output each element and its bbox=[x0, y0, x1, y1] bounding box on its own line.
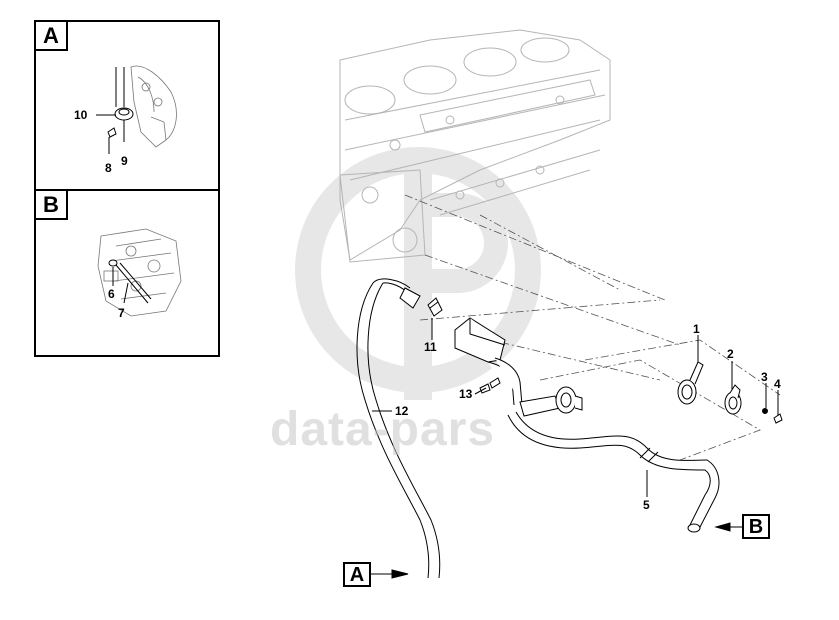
callout-9: 9 bbox=[121, 154, 128, 168]
tube-connector bbox=[519, 386, 583, 417]
callout-1: 1 bbox=[693, 322, 700, 336]
detail-panel-b: B 6 7 bbox=[34, 189, 220, 357]
callout-2: 2 bbox=[727, 347, 734, 361]
reference-box-b: B bbox=[742, 514, 770, 539]
callout-11: 11 bbox=[424, 340, 437, 354]
callout-3: 3 bbox=[761, 370, 768, 384]
panel-b-label: B bbox=[36, 191, 68, 220]
reference-arrow-b bbox=[714, 522, 742, 532]
reference-arrow-a bbox=[371, 569, 409, 579]
watermark-text: data-pars bbox=[270, 403, 496, 456]
detail-b-drawing: 6 7 bbox=[97, 228, 182, 320]
callout-12: 12 bbox=[395, 404, 409, 418]
panel-a-label: A bbox=[36, 22, 68, 51]
callout-4: 4 bbox=[774, 377, 781, 391]
engine-block bbox=[339, 29, 611, 263]
callout-6: 6 bbox=[108, 287, 115, 301]
callout-7: 7 bbox=[118, 306, 125, 320]
callout-13: 13 bbox=[459, 387, 473, 401]
bolt-3 bbox=[762, 408, 768, 414]
reference-box-a: A bbox=[343, 562, 371, 587]
callout-8: 8 bbox=[105, 161, 112, 175]
breather-housing-13 bbox=[454, 317, 523, 406]
detail-a-drawing: 10 8 9 bbox=[74, 65, 177, 175]
callout-5: 5 bbox=[643, 498, 650, 512]
detail-panel-a: A 10 8 9 bbox=[34, 20, 220, 191]
pipe-12 bbox=[356, 278, 441, 579]
clamp-11 bbox=[427, 297, 443, 317]
pipe-5 bbox=[507, 411, 720, 533]
callout-10: 10 bbox=[74, 108, 88, 122]
callout-leaders bbox=[372, 318, 779, 497]
hose-fitting-1 bbox=[677, 361, 704, 405]
leader-lines bbox=[404, 194, 781, 461]
watermark-logo bbox=[295, 147, 541, 400]
hose-fitting-2 bbox=[724, 384, 742, 415]
